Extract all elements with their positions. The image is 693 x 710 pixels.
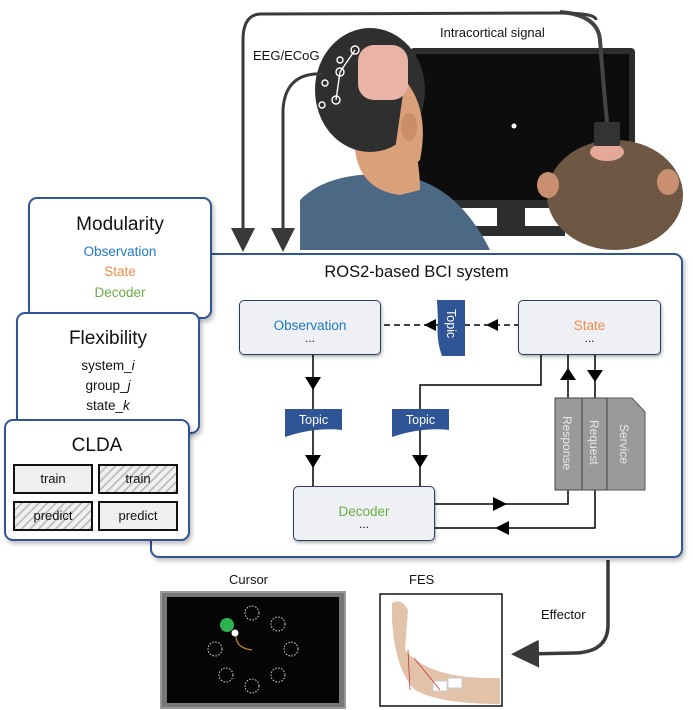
monitor-target-dot (511, 123, 517, 129)
response-label: Response (560, 416, 574, 471)
state-node[interactable]: State ... (518, 300, 661, 355)
state-node-ellipsis: ... (584, 331, 595, 345)
modularity-state: State (104, 264, 136, 279)
cursor-dot (231, 629, 239, 637)
effector-label: Effector (541, 607, 586, 622)
flexibility-card: Flexibility system_i group_j state_k (16, 312, 200, 434)
request-block (581, 397, 608, 491)
decoder-node-label: Decoder (338, 504, 390, 519)
flexibility-state: state_k (18, 398, 198, 413)
state-to-decoder-line (419, 355, 542, 486)
cursor-trajectory (235, 635, 253, 651)
flexibility-group: group_j (18, 378, 198, 393)
flexibility-system: system_i (18, 358, 198, 373)
clda-train-hatched-cell: train (98, 464, 178, 494)
decoder-node[interactable]: Decoder ... (293, 486, 435, 541)
modularity-card: Modularity Observation State Decoder (28, 197, 212, 319)
modularity-observation: Observation (83, 244, 157, 259)
fes-label: FES (409, 572, 435, 587)
clda-predict-cell: predict (98, 501, 178, 531)
eeg-signal-arrow (271, 72, 324, 252)
cursor-label: Cursor (229, 572, 269, 587)
modularity-decoder: Decoder (94, 285, 146, 300)
state-node-label: State (573, 318, 606, 333)
clda-train-cell: train (13, 464, 93, 494)
topic-shape-right (392, 409, 449, 437)
flexibility-system-text: system_i (81, 358, 135, 373)
topic-label-right: Topic (405, 413, 436, 427)
service-label: Service (617, 424, 631, 465)
flexibility-state-text: state_k (86, 398, 130, 413)
clda-title: CLDA (71, 435, 123, 456)
intracortical-signal-arrow (231, 11, 598, 252)
topic-shape-vertical (437, 300, 465, 356)
modularity-title: Modularity (76, 214, 164, 235)
observation-node-label: Observation (273, 318, 347, 333)
effector-arrow (511, 560, 610, 668)
decoder-node-ellipsis: ... (358, 517, 369, 531)
cursor-target-green (220, 618, 234, 632)
arrowheads (305, 319, 603, 535)
flexibility-group-text: group_j (85, 378, 131, 393)
monkey-subject-illustration (537, 10, 683, 250)
topic-label-vertical: Topic (444, 309, 458, 339)
request-label: Request (587, 420, 601, 465)
eeg-ecog-label: EEG/ECoG (253, 48, 320, 63)
target-rings (207, 605, 299, 694)
system-title: ROS2-based BCI system (324, 263, 509, 281)
flexibility-title: Flexibility (68, 328, 148, 349)
response-block (554, 397, 583, 491)
observation-node-ellipsis: ... (304, 331, 315, 345)
topic-label-left: Topic (298, 413, 329, 427)
human-subject-illustration (300, 28, 490, 250)
clda-card: CLDA train train predict predict (4, 419, 190, 541)
topic-shape-left (285, 409, 342, 437)
clda-predict-hatched-cell: predict (13, 501, 93, 531)
intracortical-signal-label: Intracortical signal (440, 25, 545, 40)
observation-node[interactable]: Observation ... (239, 300, 381, 355)
